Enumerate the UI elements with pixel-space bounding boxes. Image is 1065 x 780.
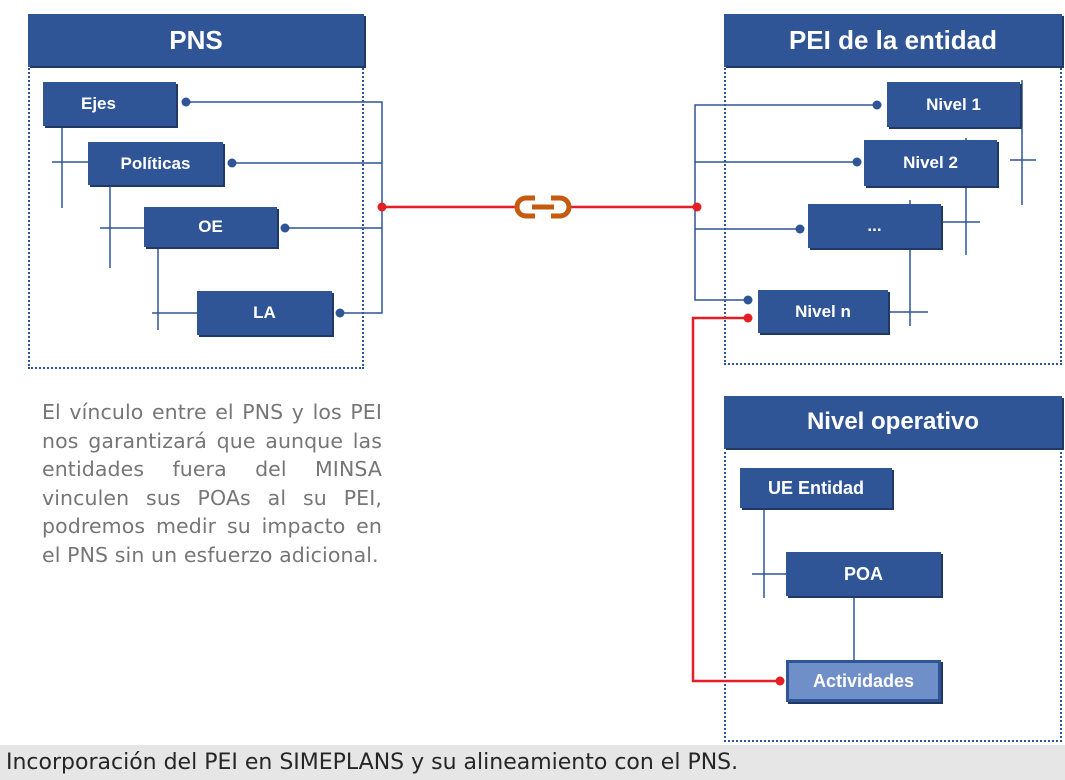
pns-header: PNS bbox=[28, 14, 364, 66]
red-link-dot bbox=[692, 202, 702, 212]
red-link-dots bbox=[377, 202, 785, 686]
connector-dot bbox=[852, 157, 862, 167]
figure-caption: Incorporación del PEI en SIMEPLANS y su … bbox=[0, 745, 1065, 780]
red-link-dot bbox=[377, 202, 387, 212]
operativo-poa-box: POA bbox=[786, 552, 941, 596]
pns-la-box: LA bbox=[197, 291, 332, 335]
chain-link-icon bbox=[514, 195, 572, 219]
pei-nivel-2-box: Nivel 2 bbox=[864, 140, 997, 186]
caption-text: Incorporación del PEI en SIMEPLANS y su … bbox=[6, 750, 739, 775]
red-link-line bbox=[691, 316, 780, 683]
pei-header: PEI de la entidad bbox=[724, 14, 1062, 66]
connector-dot bbox=[743, 295, 753, 305]
operativo-header: Nivel operativo bbox=[724, 396, 1062, 448]
pei-left-connector bbox=[694, 104, 877, 301]
connector-dots bbox=[181, 97, 882, 318]
pei-frame bbox=[724, 65, 1062, 365]
connector-dot bbox=[795, 224, 805, 234]
connector-dot bbox=[335, 308, 345, 318]
connector-dot bbox=[181, 97, 191, 107]
pei-nivel-1-box: Nivel 1 bbox=[887, 82, 1020, 127]
connector-dot bbox=[227, 158, 237, 168]
red-link-dot bbox=[743, 313, 753, 323]
pns-politicas-box: Políticas bbox=[88, 142, 223, 185]
connector-dot bbox=[280, 223, 290, 233]
operativo-ue-entidad-box: UE Entidad bbox=[740, 468, 892, 508]
operativo-actividades-box: Actividades bbox=[786, 660, 941, 702]
pns-ejes-box: Ejes bbox=[43, 82, 176, 126]
description-text: El vínculo entre el PNS y los PEI nos ga… bbox=[42, 400, 382, 567]
operativo-frame bbox=[724, 447, 1062, 742]
red-link-dot bbox=[775, 676, 785, 686]
pns-oe-box: OE bbox=[144, 207, 277, 247]
connector-lines bbox=[52, 80, 1036, 686]
pei-ellipsis-box: ... bbox=[808, 204, 941, 248]
pei-nivel-n-box: Nivel n bbox=[758, 290, 888, 333]
diagram-stage: PNS PEI de la entidad Nivel operativo bbox=[28, 14, 1062, 742]
pns-frame bbox=[28, 65, 364, 369]
connector-dot bbox=[872, 100, 882, 110]
